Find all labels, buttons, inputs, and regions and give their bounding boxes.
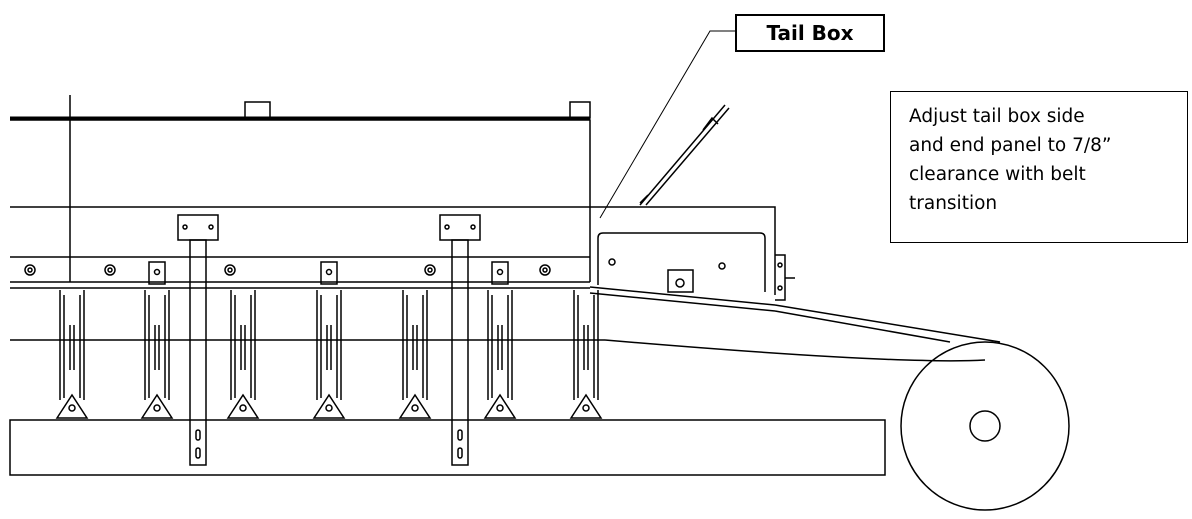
hopper-body [10,95,591,282]
side-rail [10,256,590,289]
idler-brackets [55,261,603,419]
note-line: Adjust tail box side [909,106,1085,127]
rail-bolts [24,264,551,276]
note-line: clearance with belt [909,164,1086,185]
tail-box-label: Tail Box [735,14,885,52]
note-line: transition [909,193,998,214]
belt [589,286,1001,362]
tail-pulley [900,341,1070,511]
note-line: and end panel to 7/8” [909,135,1112,156]
leader-lines [599,30,735,219]
adjustment-note: Adjust tail box side and end panel to 7/… [890,91,1188,243]
lower-frame [9,339,886,476]
tail-box [590,206,795,301]
support-legs [177,214,481,466]
deflector-arm [639,104,730,206]
